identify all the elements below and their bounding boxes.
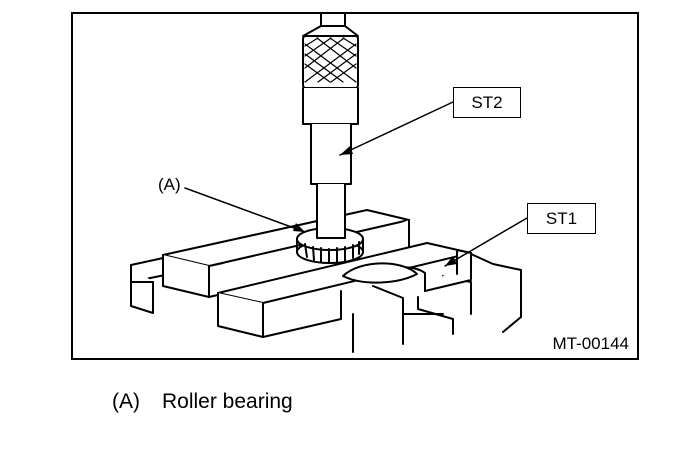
figure-frame: ST2 ST1 (A) MT-00144 xyxy=(71,12,639,360)
legend: (A) Roller bearing xyxy=(112,391,293,412)
st2-label: ST2 xyxy=(471,93,503,112)
base-blocks xyxy=(130,244,522,353)
legend-text: Roller bearing xyxy=(162,390,293,413)
leader-arrowheads xyxy=(293,146,457,266)
st2-callout: ST2 xyxy=(453,87,521,118)
bearing-callout-label: (A) xyxy=(158,175,181,194)
plate-cutout xyxy=(342,262,418,284)
figure-code: MT-00144 xyxy=(552,334,629,353)
legend-key: (A) xyxy=(112,390,140,413)
press-setup-illustration xyxy=(130,14,528,353)
st1-label: ST1 xyxy=(545,209,578,228)
st1-rails xyxy=(162,209,472,338)
st1-callout: ST1 xyxy=(527,203,596,234)
leader-lines xyxy=(184,101,528,267)
press-tool xyxy=(302,14,359,239)
